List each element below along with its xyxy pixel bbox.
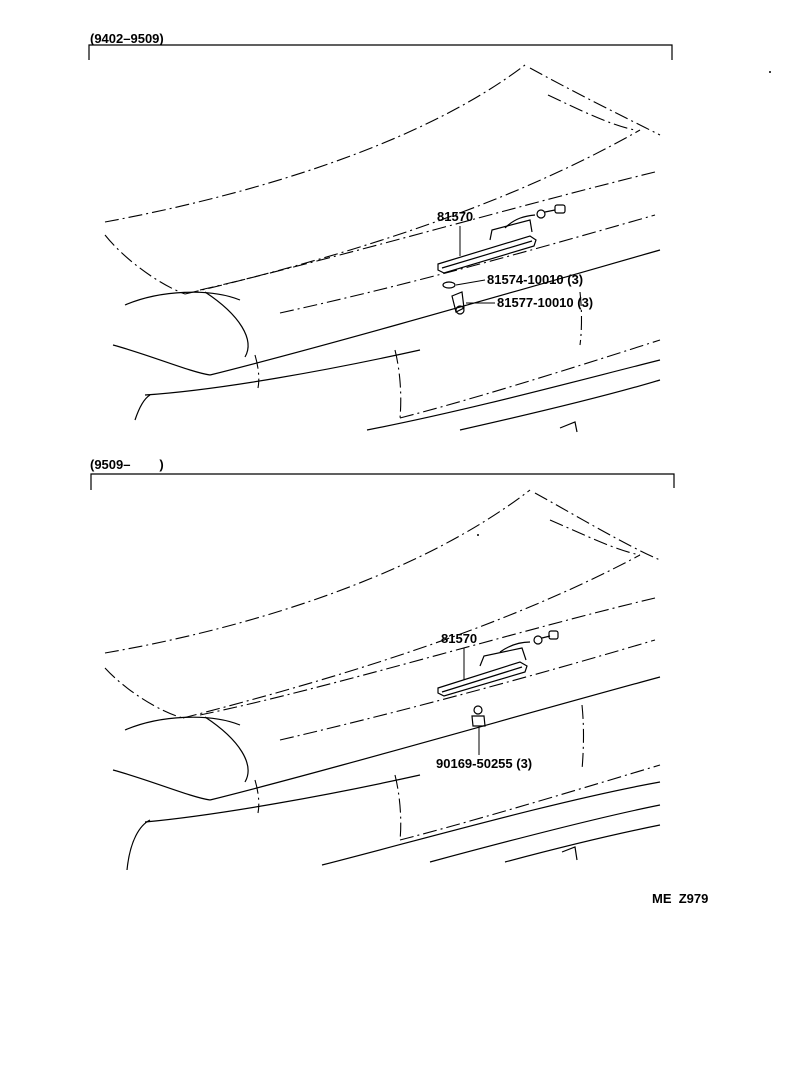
section-bracket	[88, 44, 673, 60]
callout-81577-10010: 81577-10010 (3)	[466, 295, 593, 310]
trunk-lid-outline	[104, 489, 661, 871]
diagram-code: ME Z979	[652, 891, 708, 906]
part-number-label: 81570	[437, 209, 473, 224]
screw	[471, 705, 486, 727]
section-2: (9509– )	[90, 457, 675, 871]
part-number-label: 81570	[441, 631, 477, 646]
stop-lamp-assembly	[437, 630, 559, 697]
part-number-label: 81574-10010 (3)	[487, 272, 583, 287]
callout-81570: 81570	[441, 631, 477, 680]
callout-81574-10010: 81574-10010 (3)	[455, 272, 583, 287]
section-1: (9402–9509)	[88, 31, 673, 433]
stop-lamp-assembly	[437, 204, 566, 274]
callout-90169-50255: 90169-50255 (3)	[436, 727, 532, 771]
part-number-label: 81577-10010 (3)	[497, 295, 593, 310]
washer	[442, 281, 456, 289]
scan-speck	[769, 71, 771, 73]
screw	[451, 291, 465, 315]
period-label: (9509– )	[90, 457, 164, 472]
section-bracket	[90, 473, 675, 490]
trunk-lid-outline	[104, 64, 661, 433]
scan-speck	[477, 534, 479, 536]
part-number-label: 90169-50255 (3)	[436, 756, 532, 771]
period-label: (9402–9509)	[90, 31, 164, 46]
callout-81570: 81570	[437, 209, 473, 256]
